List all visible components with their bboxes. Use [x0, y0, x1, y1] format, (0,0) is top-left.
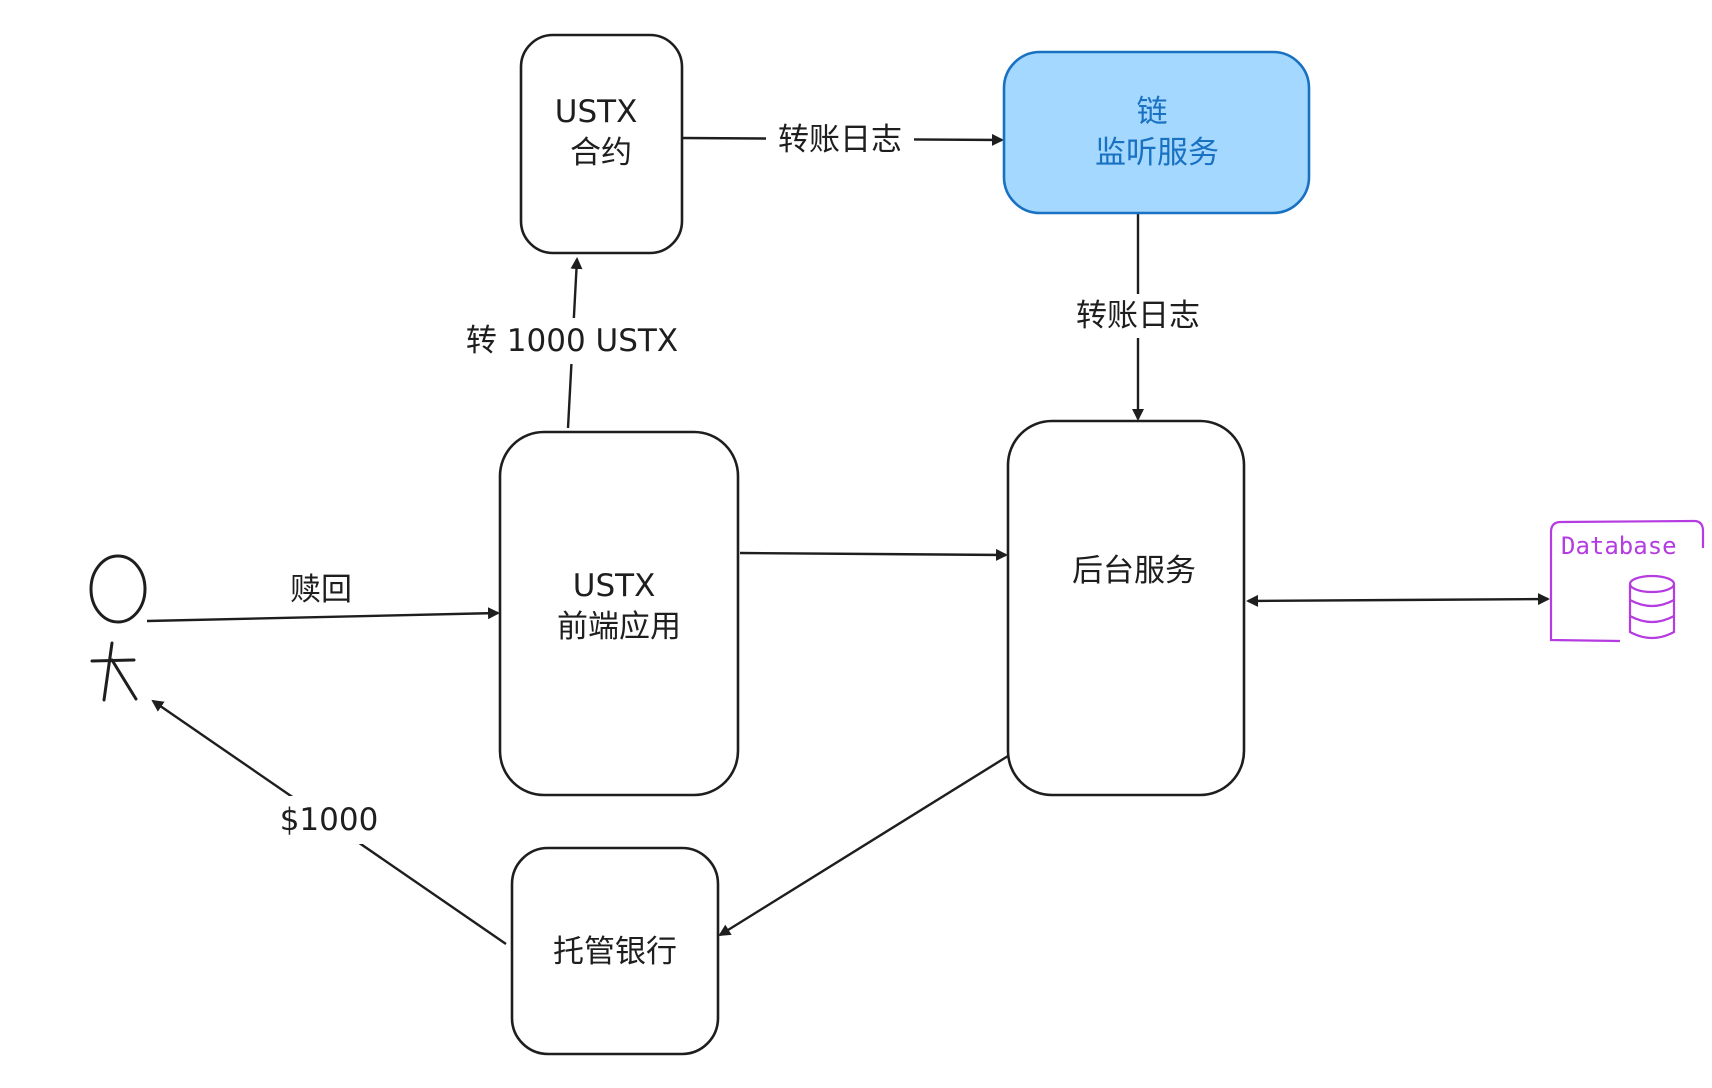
- edge-label-frontend-to-contract: 转 1000 USTX: [462, 318, 682, 364]
- node-ustx-contract[interactable]: USTX 合约: [519, 33, 684, 255]
- node-custodian-bank[interactable]: 托管银行: [510, 846, 720, 1056]
- edge-label-text: 转 1000 USTX: [466, 323, 678, 359]
- edge-label-text: $1000: [280, 802, 379, 838]
- edge-labels: 转账日志 转账日志 转 1000 USTX 赎回 $1000: [270, 118, 1210, 844]
- node-ustx-frontend-label: USTX 前端应用: [557, 568, 681, 645]
- edge-label-listener-to-backend: 转账日志: [1066, 294, 1210, 338]
- edge-label-bank-to-user: $1000: [270, 796, 388, 844]
- edge-label-contract-to-listener: 转账日志: [766, 118, 914, 162]
- edge-label-user-to-frontend: 赎回: [282, 568, 360, 612]
- node-chain-listener[interactable]: 链 监听服务: [1002, 50, 1311, 215]
- database-icon: [1628, 574, 1676, 640]
- node-backend[interactable]: 后台服务: [1006, 419, 1246, 797]
- node-chain-listener-label: 链 监听服务: [1095, 94, 1219, 171]
- edge-frontend-to-backend: [739, 548, 1008, 561]
- edge-user-to-frontend: [146, 607, 500, 623]
- node-label-line-1: USTX: [573, 568, 656, 604]
- node-label-line-1: 链: [1137, 94, 1168, 130]
- edge-backend-database: [1246, 593, 1550, 607]
- node-backend-label: 后台服务: [1072, 553, 1196, 589]
- node-label-line-1: USTX: [555, 94, 638, 130]
- node-label-line-2: 合约: [570, 135, 632, 171]
- user-head: [89, 554, 147, 624]
- edges: [146, 133, 1550, 945]
- user-body: [90, 641, 138, 702]
- database-label: Database: [1561, 532, 1677, 560]
- node-custodian-bank-label: 托管银行: [553, 934, 677, 970]
- node-ustx-contract-label: USTX 合约: [555, 94, 647, 171]
- database-node[interactable]: Database: [1549, 519, 1705, 643]
- database-frame: [1549, 519, 1705, 643]
- user-figure: [89, 554, 147, 702]
- edge-backend-to-bank: [718, 754, 1009, 937]
- edge-label-text: 转账日志: [1076, 298, 1200, 334]
- node-ustx-frontend[interactable]: USTX 前端应用: [498, 430, 740, 797]
- node-label-line-2: 前端应用: [557, 609, 681, 645]
- edge-label-text: 转账日志: [778, 122, 902, 158]
- node-label-line-2: 监听服务: [1095, 135, 1219, 171]
- edge-label-text: 赎回: [290, 572, 352, 608]
